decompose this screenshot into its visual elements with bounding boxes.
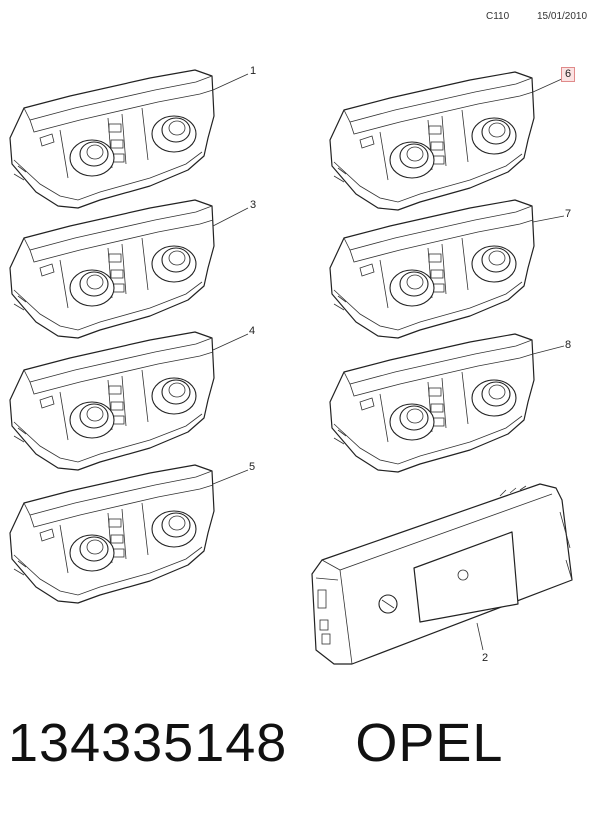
callout-6: 6	[561, 67, 576, 82]
leader-line-3	[212, 207, 249, 227]
control-panel-1	[9, 69, 215, 209]
part-number: 134335148	[8, 713, 288, 773]
callout-4: 4	[249, 325, 256, 337]
control-panel-4	[9, 331, 215, 471]
display-unit-2	[311, 483, 573, 665]
diagram-date: 15/01/2010	[537, 11, 588, 22]
control-panel-3	[9, 199, 215, 339]
diagram-code: C110	[486, 11, 510, 22]
display-screen	[413, 531, 519, 623]
parts-drawing	[9, 69, 573, 665]
leader-line-6	[532, 77, 565, 93]
control-panel-6	[329, 71, 535, 211]
callout-7: 7	[565, 208, 572, 220]
control-panel-8	[329, 333, 535, 473]
leader-line-1	[212, 73, 249, 91]
callout-5: 5	[249, 461, 256, 473]
callout-1: 1	[250, 65, 257, 77]
leader-line-7	[532, 215, 565, 223]
leader-line-4	[212, 333, 249, 351]
callout-3: 3	[250, 199, 257, 211]
leader-line-5	[212, 469, 249, 485]
control-panel-7	[329, 199, 535, 339]
callout-8: 8	[565, 339, 572, 351]
brand-name: OPEL	[355, 713, 504, 773]
callout-2: 2	[482, 652, 489, 664]
part-caption: 134335148 OPEL	[8, 712, 503, 774]
leader-line-8	[532, 345, 565, 355]
leader-line-2	[476, 622, 484, 651]
control-panel-5	[9, 464, 215, 604]
